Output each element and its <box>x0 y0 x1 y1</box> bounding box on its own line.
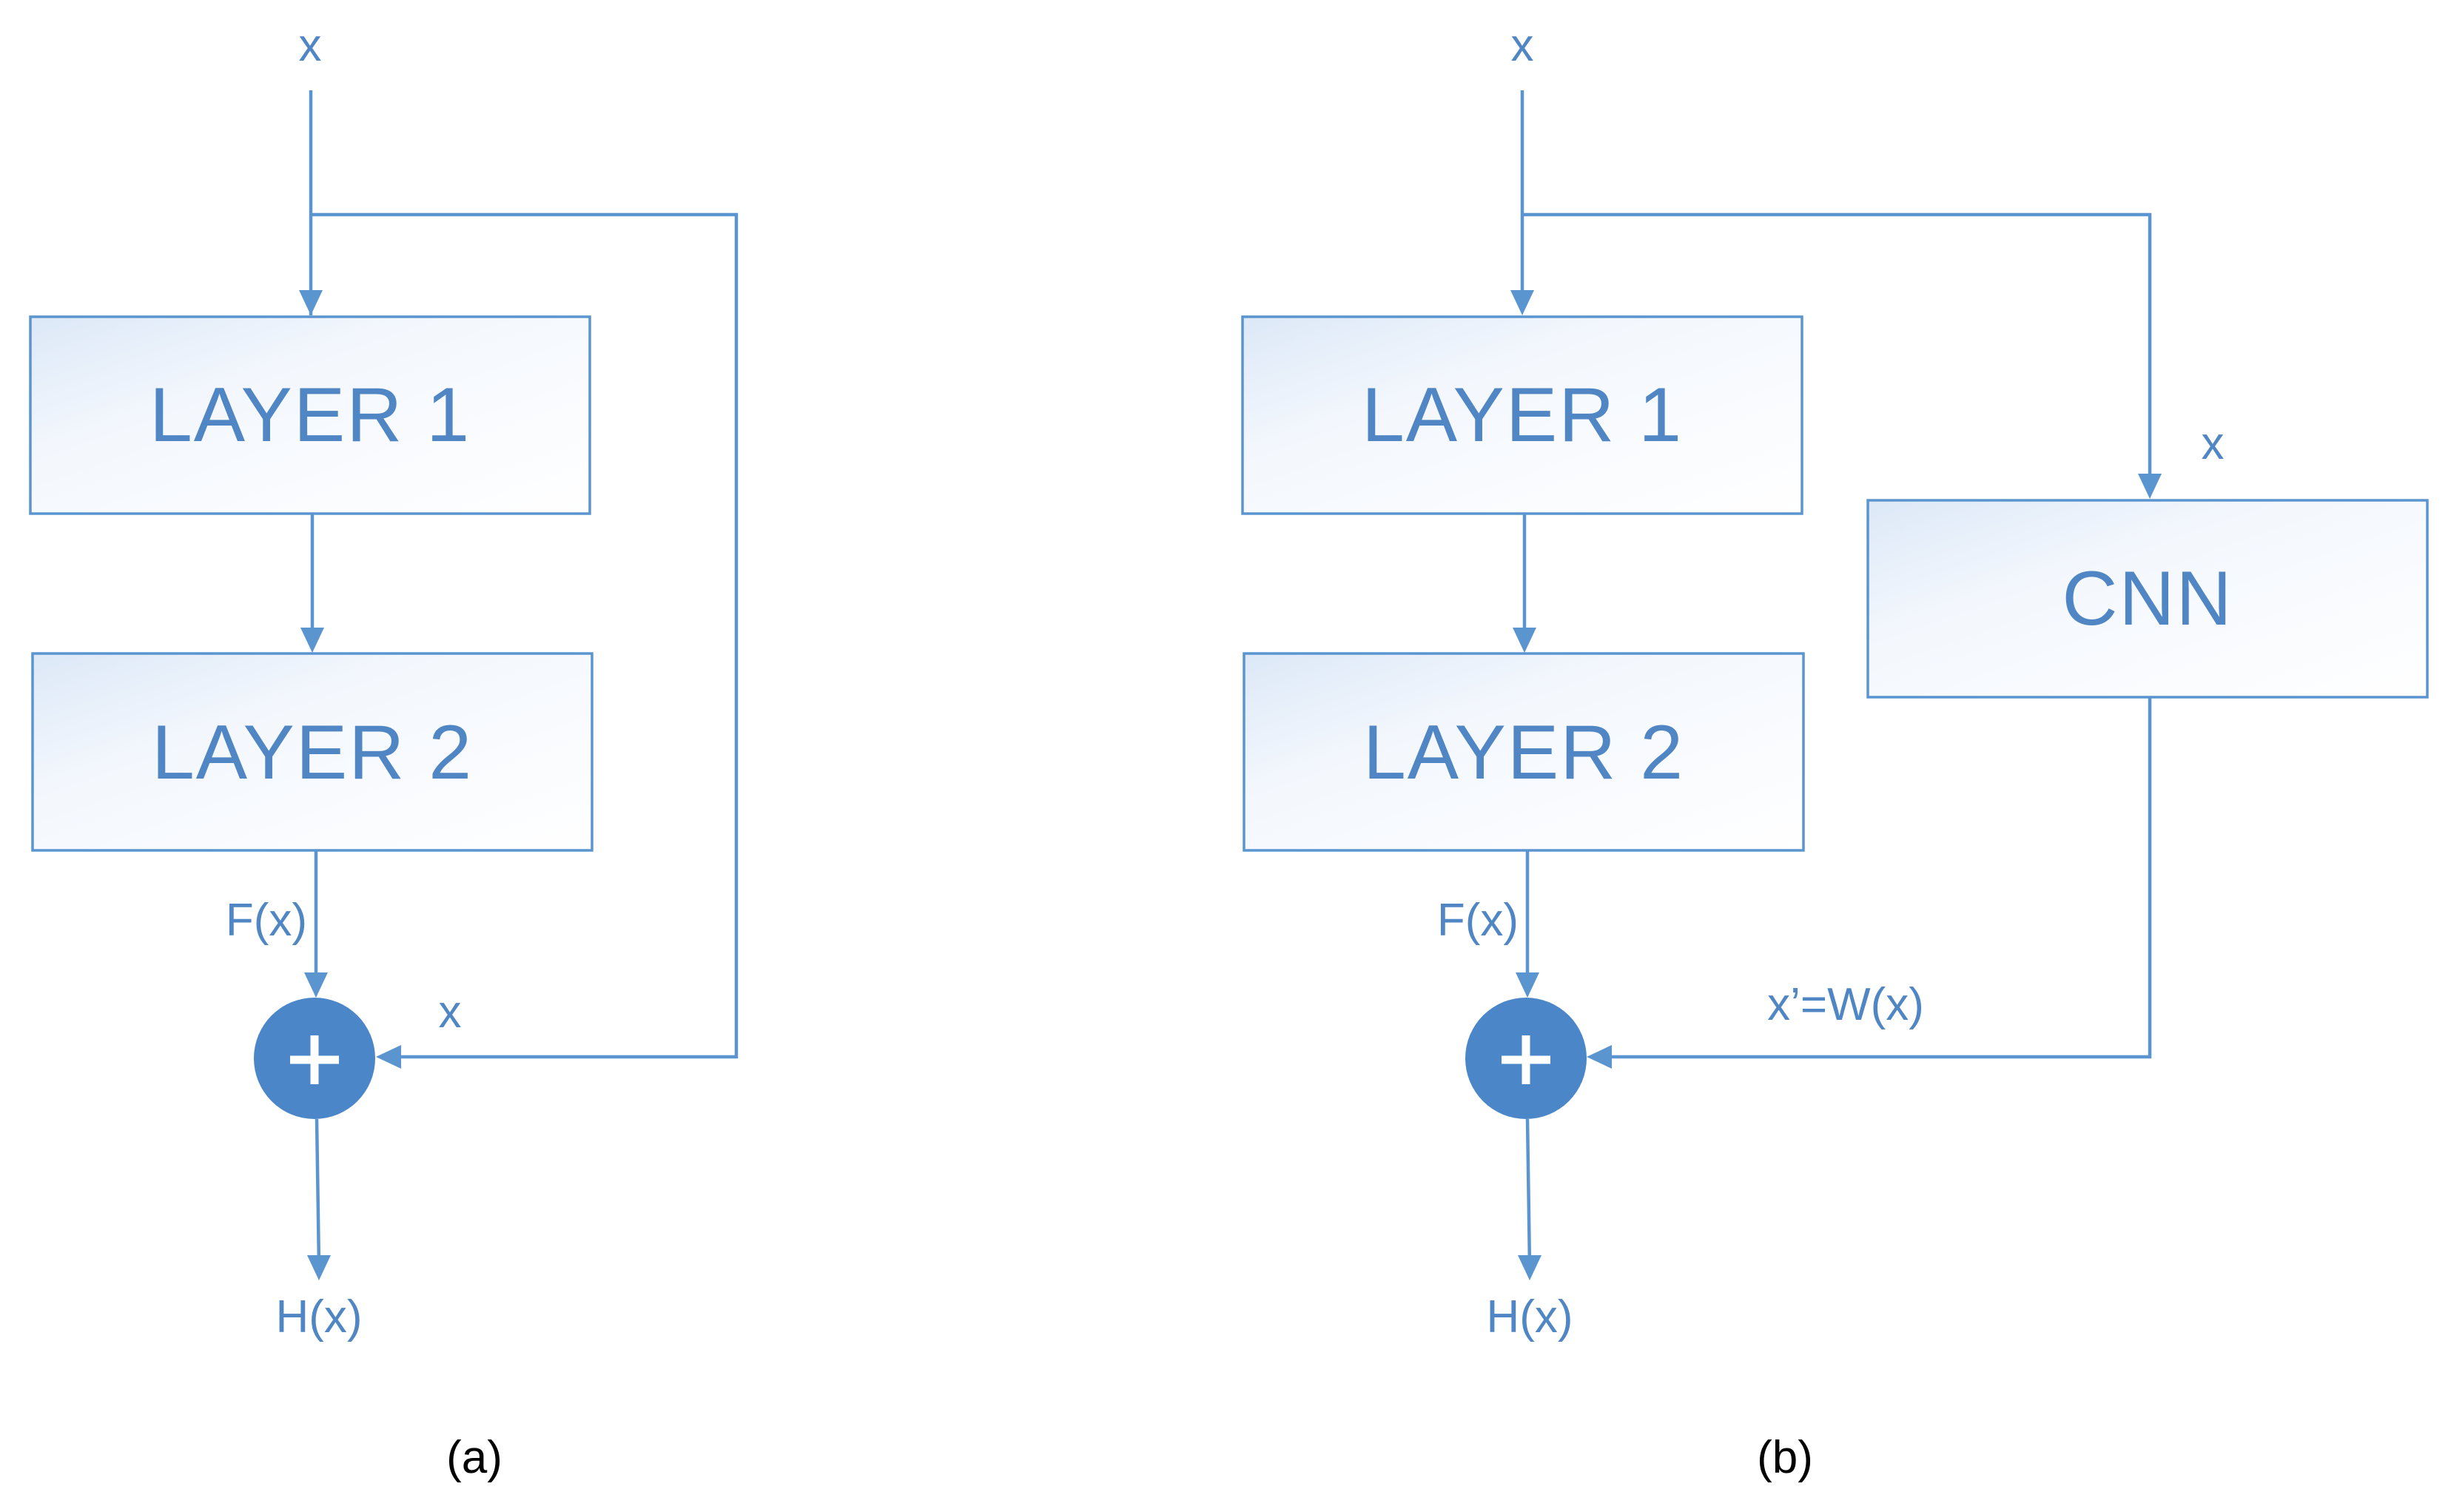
panel-b-shortcut-line <box>1601 697 2152 1059</box>
panel-a-layer2-label: LAYER 2 <box>152 710 473 796</box>
panel-a-output-arrowhead <box>307 1255 331 1280</box>
panel-b-input-label: x <box>1511 20 1534 71</box>
panel-a-output-label: H(x) <box>275 1291 362 1343</box>
panel-b-cnn-branch-arrowhead <box>2138 474 2162 499</box>
panel-a-output-line <box>315 1118 321 1266</box>
panel-b-output-arrowhead <box>1518 1255 1541 1280</box>
panel-b-cnn-box <box>1866 499 2429 699</box>
panel-a-shortcut-line <box>311 212 739 1059</box>
panel-a-caption: (a) <box>446 1432 502 1483</box>
panel-b-cnn-branch-line <box>1522 212 2152 485</box>
panel-b-caption: (b) <box>1757 1432 1813 1483</box>
panel-b-cnn-input-label: x <box>2202 418 2225 469</box>
panel-b-shortcut-arrowhead <box>1587 1045 1612 1069</box>
panel-b-layer-connector-arrowhead <box>1513 628 1536 653</box>
panel-a: x LAYER 1 LAYER 2 F(x) x H(x) <box>29 20 739 1483</box>
panel-a-layer2-box <box>31 652 594 852</box>
panel-a-shortcut-arrowhead <box>376 1045 401 1069</box>
panel-b-residual-arrowhead <box>1516 972 1539 998</box>
panel-a-input-arrowhead <box>299 290 323 315</box>
panel-b: x x LAYER 1 CNN LAYER 2 x’=W(x) F(x) <box>1241 20 2429 1483</box>
panel-b-output-line <box>1525 1118 1532 1266</box>
panel-a-layer-connector-arrowhead <box>300 628 324 653</box>
panel-a-input-label: x <box>299 20 322 71</box>
panel-b-layer1-box <box>1241 315 1803 515</box>
panel-a-layer1-label: LAYER 1 <box>149 372 471 458</box>
panel-b-output-label: H(x) <box>1486 1291 1573 1343</box>
plus-circle-icon <box>254 998 375 1119</box>
panel-a-shortcut-label: x <box>439 987 462 1038</box>
panel-b-layer2-label: LAYER 2 <box>1363 710 1684 796</box>
plus-circle-icon <box>1465 998 1587 1119</box>
panel-b-layer2-box <box>1243 652 1805 852</box>
panel-a-residual-label: F(x) <box>226 895 307 946</box>
panel-b-cnn-label: CNN <box>2062 556 2233 642</box>
panel-b-residual-label: F(x) <box>1437 895 1519 946</box>
panel-b-shortcut-label: x’=W(x) <box>1767 979 1924 1030</box>
panel-b-input-arrowhead <box>1510 290 1534 315</box>
panel-b-layer1-label: LAYER 1 <box>1362 372 1683 458</box>
panel-a-layer1-box <box>29 315 591 515</box>
panel-a-residual-arrowhead <box>304 972 328 998</box>
